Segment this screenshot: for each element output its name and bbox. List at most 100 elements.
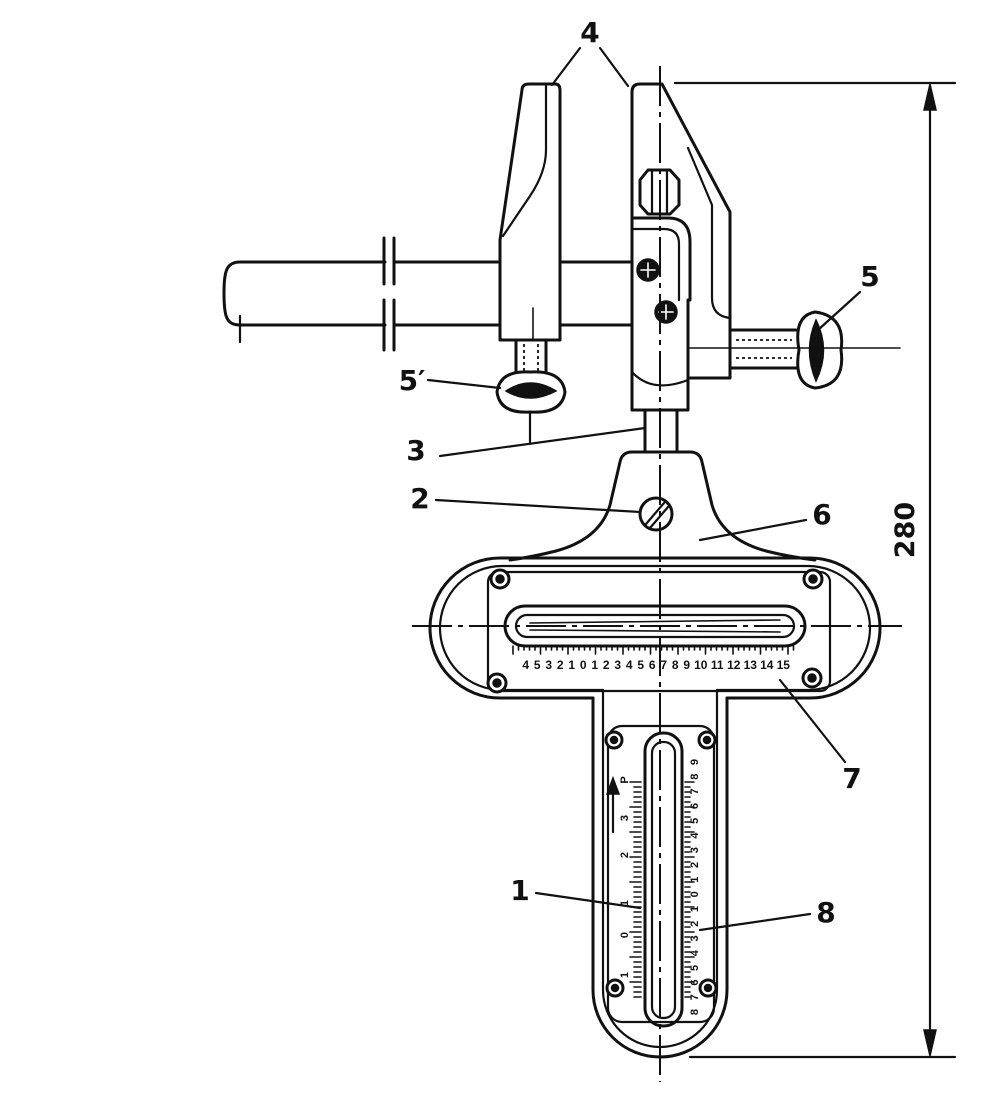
horizontal-scale-number: 8 [672,658,679,672]
horizontal-scale-number: 15 [777,658,791,672]
vertical-left-scale-number: 3 [619,815,631,821]
vertical-right-scale-number: 1 [689,877,701,883]
vertical-scale-ticks [629,781,695,998]
label-part-6: 6 [812,498,831,531]
label-part-5-prime: 5′ [399,364,426,397]
left-wing-nut-core [504,382,558,399]
horizontal-plate-inner [438,564,872,692]
leader-2 [434,498,642,514]
horizontal-scale-number: 3 [545,658,552,672]
vertical-right-scale-number: 7 [689,994,701,1000]
vertical-right-scale-number: 1 [689,906,701,912]
vertical-right-scale-number: 3 [689,935,701,941]
stem [643,408,679,454]
horizontal-scale-number: 1 [568,658,575,672]
vertical-right-scale-number: 8 [689,1009,701,1015]
leader-4-left [550,46,582,87]
leader-6 [698,518,808,542]
horizontal-scale-number: 3 [614,658,621,672]
right-wing-nut-core [808,318,825,383]
right-clamp [630,82,732,412]
vertical-left-scale-number: 2 [619,852,631,858]
leg-screw-top-left-head [609,735,619,745]
vertical-right-scale-number: 8 [689,774,701,780]
right-screw-shaft [728,328,798,370]
horizontal-scale-number: 7 [660,658,667,672]
vertical-right-scale-number: 5 [689,965,701,971]
left-clamp-outline [498,82,562,342]
horizontal-plate [428,556,882,700]
horizontal-scale-number: 4 [522,658,529,672]
label-part-5: 5 [860,260,879,293]
horizontal-scale-number: 9 [683,658,690,672]
left-clamp [498,82,562,342]
right-clamp-bottom-notch [630,370,690,387]
horizontal-scale-number: 4 [626,658,633,672]
plate-screw-top-right-head [808,574,818,584]
right-clamp-column [630,82,732,412]
body [508,450,817,562]
vertical-left-scale-number: 0 [619,932,631,938]
horizontal-scale-number: 2 [557,658,564,672]
leader-5 [816,290,862,332]
horizontal-scale-number: 5 [534,658,541,672]
leader-lines [426,46,862,932]
vertical-right-scale-number: 0 [689,891,701,897]
vertical-slot-outer [643,731,684,1028]
horizontal-scale-number: 10 [694,658,708,672]
fixing-screw-upper-cross [640,262,656,278]
right-clamp-bent-piece [630,216,692,302]
right-screw-thread [736,339,792,359]
dimension-arrow-bottom [923,1029,937,1057]
left-clamp-inner-contour [501,84,548,238]
vertical-right-scale-number: 4 [689,949,701,956]
vertical-right-scale-number: 6 [689,803,701,809]
horizontal-plate-outer [428,556,882,700]
fixing-screw-lower-cross [658,304,674,320]
label-part-7: 7 [842,762,861,795]
label-part-2: 2 [410,482,429,515]
horizontal-scale-number: 12 [727,658,741,672]
vertical-right-scale-number: 3 [689,847,701,853]
body-bell-outline [508,450,817,562]
left-screw [495,338,567,444]
horizontal-scale-number: 11 [711,658,724,672]
left-screw-shaft [514,338,548,378]
direction-arrow-head [605,775,621,795]
rod-break-marks [382,236,396,352]
vertical-right-scale-number: 2 [689,921,701,927]
label-part-4: 4 [580,16,599,49]
horizontal-scale-number: 6 [649,658,656,672]
horizontal-scale-number: 1 [591,658,598,672]
leader-4-right [598,46,630,88]
right-screw [689,310,901,390]
right-clamp-column-right-edge [630,298,690,412]
horizontal-slot-pointer [529,619,781,633]
horizontal-rod [222,236,634,352]
horizontal-scale-ticks [512,645,795,655]
vertical-slot-inner [650,740,677,1020]
label-part-8: 8 [816,896,835,929]
horizontal-scale-number: 2 [603,658,610,672]
hex-nut-facets [650,169,669,215]
plate-screw-bottom-left-head [492,678,502,688]
plate-screw-bottom-right-head [807,673,817,683]
leader-1 [534,891,642,910]
leader-8 [698,912,812,932]
plate-screw-top-left-head [495,574,505,584]
vertical-right-scale-number: 4 [689,832,701,839]
label-part-1: 1 [510,874,529,907]
rod-outline [222,260,634,327]
vertical-left-scale-marker: P [619,776,631,783]
leg-screw-bottom-right-head [703,983,713,993]
vertical-right-scale-number: 2 [689,862,701,868]
leader-5-prime [426,378,502,390]
vertical-left-scale-number: 1 [619,972,631,978]
horizontal-scale-number: 14 [760,658,774,672]
leader-7 [778,678,847,764]
part-labels: 4 5 5′ 3 2 6 7 1 8 [399,16,880,929]
vertical-right-scale-number: 6 [689,980,701,986]
center-screw-slot [644,501,670,530]
